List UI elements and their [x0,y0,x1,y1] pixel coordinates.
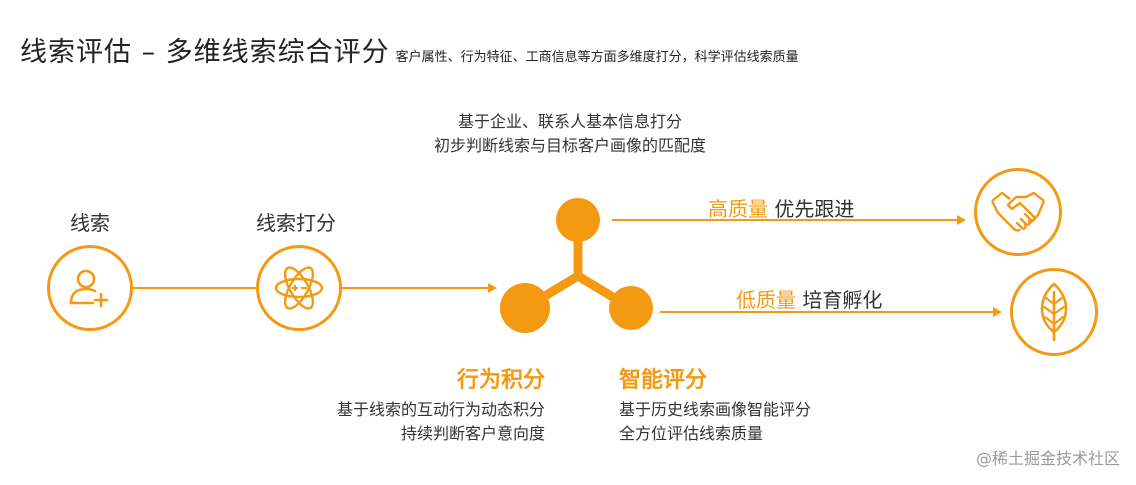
low-quality-colored: 低质量 [736,288,796,312]
leaf-icon [1040,282,1068,342]
behavior-scoring-block: 行为积分 基于线索的互动行为动态积分 持续判断客户意向度 [280,362,545,446]
add-user-icon [69,269,109,308]
low-arrow-line [660,311,994,313]
atom-icon [274,266,324,310]
handshake-icon [990,191,1046,232]
smart-scoring-line: 基于历史线索画像智能评分 [619,400,812,419]
low-arrowhead [993,307,1002,317]
high-quality-rest: 优先跟进 [774,197,855,221]
behavior-scoring-title: 行为积分 [456,368,545,393]
high-quality-colored: 高质量 [708,197,768,221]
high-quality-label: 高质量 优先跟进 [708,193,854,222]
connector-line [133,287,256,289]
smart-scoring-title: 智能评分 [619,368,708,393]
arrowhead [488,283,497,293]
high-arrow-line [612,219,958,221]
low-quality-rest: 培育孵化 [802,288,883,312]
high-quality-node [974,168,1062,256]
page-title: 线索评估 – 多维线索综合评分客户属性、行为特征、工商信息等方面多维度打分，科学… [20,30,799,69]
arrow-line [342,287,488,289]
top-description-line: 基于企业、联系人基本信息打分 [457,112,682,131]
low-quality-node [1010,268,1098,356]
hub-node [500,198,653,333]
top-description: 基于企业、联系人基本信息打分 初步判断线索与目标客户画像的匹配度 [390,110,750,158]
smart-scoring-line: 全方位评估线索质量 [619,424,764,443]
title-main: 线索评估 – 多维线索综合评分 [20,37,390,68]
title-subtitle: 客户属性、行为特征、工商信息等方面多维度打分，科学评估线索质量 [395,50,799,65]
watermark: @稀土掘金技术社区 [975,449,1120,468]
leads-label: 线索 [70,211,110,235]
high-arrowhead [957,215,966,225]
scoring-label: 线索打分 [256,211,336,235]
top-description-line: 初步判断线索与目标客户画像的匹配度 [433,136,706,155]
behavior-scoring-line: 基于线索的互动行为动态积分 [336,400,545,419]
leads-node [47,245,133,331]
behavior-scoring-line: 持续判断客户意向度 [400,424,545,443]
smart-scoring-block: 智能评分 基于历史线索画像智能评分 全方位评估线索质量 [619,362,879,446]
low-quality-label: 低质量 培育孵化 [736,284,882,313]
scoring-node [256,245,342,331]
